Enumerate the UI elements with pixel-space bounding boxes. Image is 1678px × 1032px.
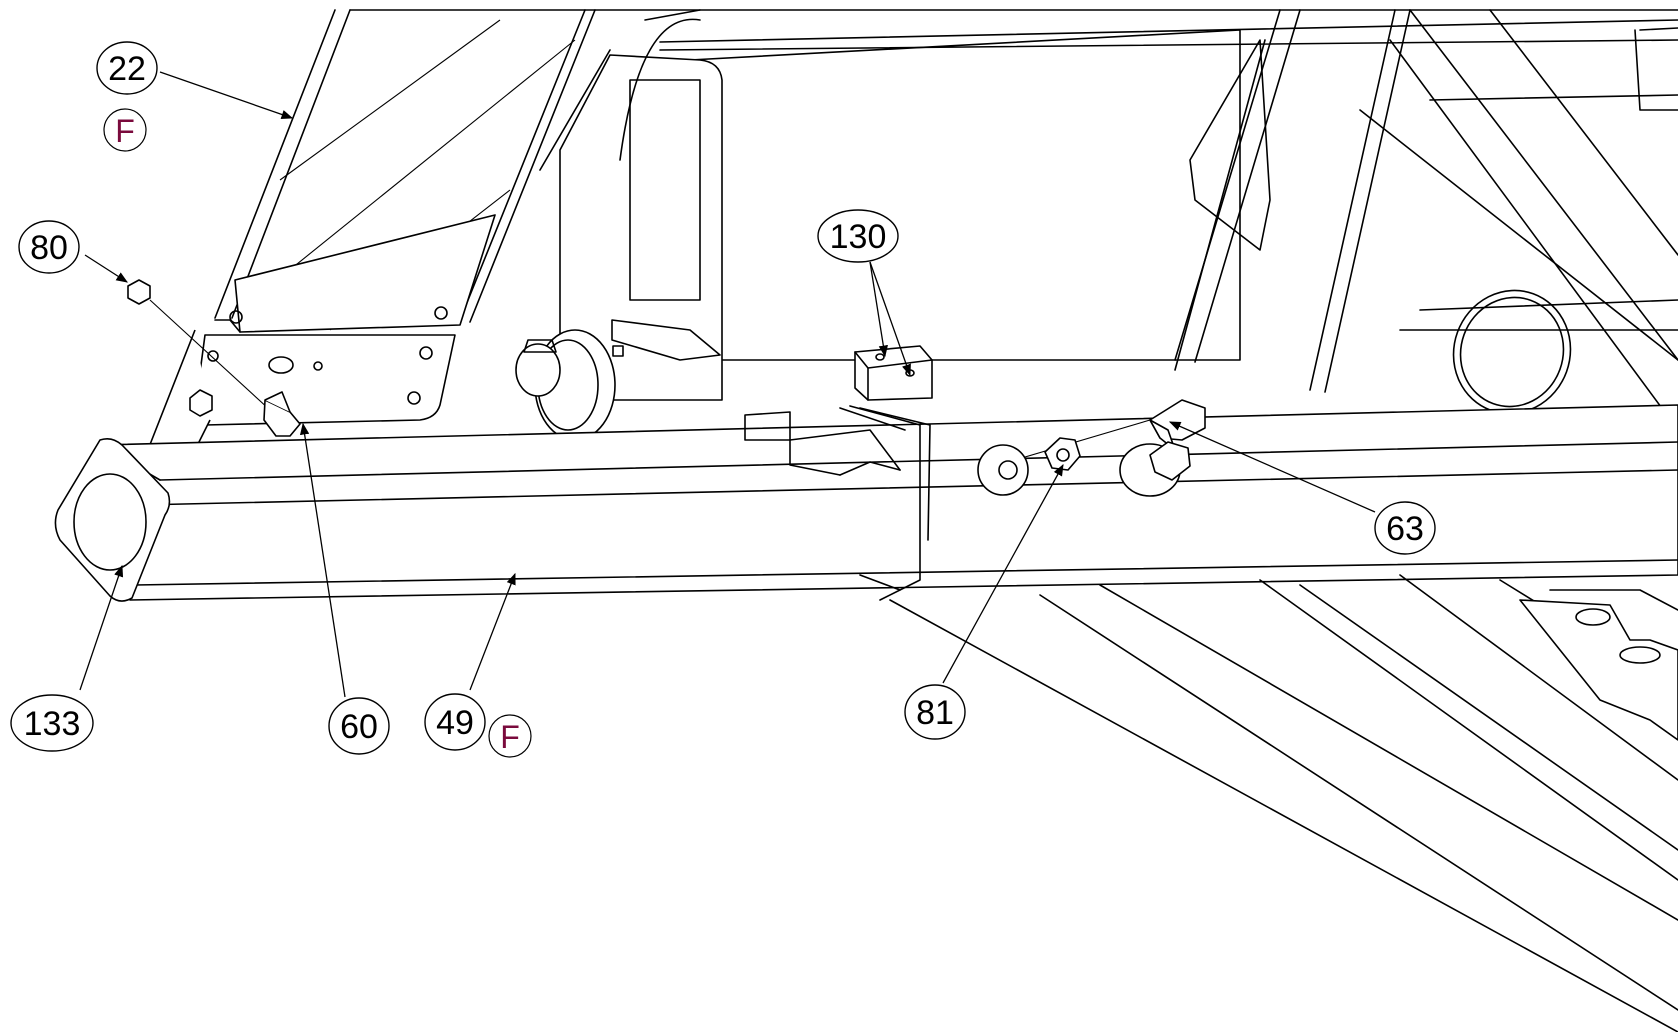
callout-81: 81 xyxy=(904,684,966,740)
callout-81-label: 81 xyxy=(916,694,954,732)
flag-f-22-label: F xyxy=(115,113,135,149)
callout-130: 130 xyxy=(817,209,899,263)
callout-60: 60 xyxy=(328,697,390,755)
flag-f-22: F xyxy=(103,108,147,152)
callout-22-label: 22 xyxy=(108,50,146,88)
fastener-washer xyxy=(977,444,1029,496)
callout-63: 63 xyxy=(1374,501,1436,555)
callout-49: 49 xyxy=(424,693,486,751)
lower-frame xyxy=(889,574,1678,1032)
fastener-nut-80 xyxy=(127,279,271,411)
callout-63-label: 63 xyxy=(1386,510,1424,548)
fastener-bolt-60 xyxy=(263,391,301,437)
callout-60-label: 60 xyxy=(340,708,378,746)
callout-80-label: 80 xyxy=(30,229,68,267)
callout-22: 22 xyxy=(96,41,158,95)
callout-133: 133 xyxy=(10,694,94,752)
leader-lines xyxy=(79,71,1376,698)
fastener-nut-81 xyxy=(1044,437,1081,471)
flag-f-49: F xyxy=(488,714,532,758)
fastener-bolt-63 xyxy=(1014,399,1206,461)
main-tube xyxy=(54,345,1678,602)
fastener-assembled-bolt xyxy=(1119,441,1191,497)
callout-133-label: 133 xyxy=(24,705,81,743)
left-bracket-plate xyxy=(139,214,496,471)
upper-frame xyxy=(214,9,1678,431)
callout-49-label: 49 xyxy=(436,704,474,742)
callout-80: 80 xyxy=(18,220,80,274)
callout-130-label: 130 xyxy=(830,218,887,256)
flag-f-49-label: F xyxy=(500,719,520,755)
pivot-arm xyxy=(515,9,723,441)
